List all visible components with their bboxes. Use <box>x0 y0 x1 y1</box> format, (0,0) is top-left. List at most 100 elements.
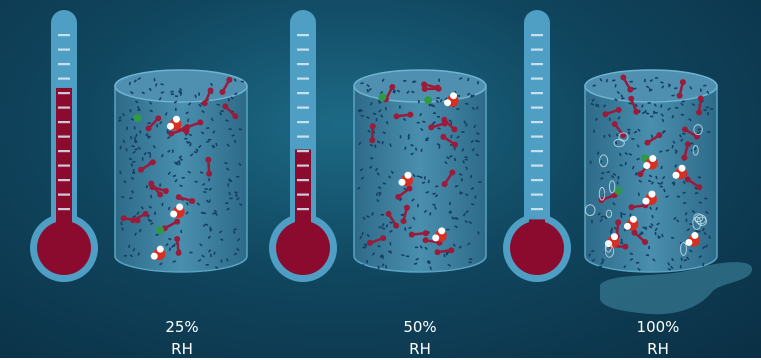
air-particle <box>444 254 446 257</box>
humidity-unit: RH <box>598 338 718 360</box>
air-particle <box>469 261 472 263</box>
air-particle <box>459 191 461 194</box>
air-particle <box>475 195 477 198</box>
thermometer-tick <box>531 121 543 123</box>
air-particle <box>417 204 419 207</box>
thermometer-tick <box>58 107 70 109</box>
air-particle <box>436 97 439 99</box>
air-particle <box>241 81 244 83</box>
air-particle <box>469 258 472 260</box>
air-particle <box>184 138 187 140</box>
air-particle <box>428 260 430 263</box>
air-particle <box>364 244 367 246</box>
oxygen-atom <box>378 93 386 101</box>
air-particle <box>171 91 174 93</box>
air-particle <box>189 252 192 254</box>
thermometer-tick <box>58 150 70 152</box>
thermometer-tick <box>297 34 309 36</box>
air-particle <box>381 214 384 216</box>
air-particle <box>630 81 633 83</box>
thermometer-tick <box>297 208 309 210</box>
thermometer-tick <box>531 150 543 152</box>
air-particle <box>654 112 657 114</box>
thermometer-tick <box>297 49 309 51</box>
air-particle <box>478 181 481 183</box>
air-particle <box>149 154 151 157</box>
air-particle <box>148 152 151 154</box>
air-particle <box>155 234 158 236</box>
air-particle <box>201 212 204 214</box>
air-particle <box>119 263 122 267</box>
air-particle <box>229 197 232 199</box>
thermometer-tick <box>297 179 309 181</box>
air-particle <box>437 116 440 118</box>
air-particle <box>400 135 402 138</box>
air-particle <box>227 183 229 186</box>
air-particle <box>425 139 428 141</box>
air-particle <box>175 108 177 111</box>
air-particle <box>366 260 368 263</box>
air-particle <box>627 129 630 131</box>
thermometer-icon <box>30 10 98 282</box>
air-particle <box>421 149 423 152</box>
thermometer-tick <box>297 78 309 80</box>
air-particle <box>698 176 701 178</box>
air-particle <box>461 178 463 181</box>
thermometer-tick <box>531 107 543 109</box>
air-particle <box>449 202 451 205</box>
thermometer-tick <box>531 136 543 138</box>
air-particle <box>132 172 135 174</box>
air-particle <box>446 229 449 231</box>
air-particle <box>390 242 392 245</box>
thermometer-icon <box>269 10 337 282</box>
thermometer-tick <box>58 208 70 210</box>
air-particle <box>171 93 174 95</box>
thermometer-tick <box>297 63 309 65</box>
thermometer-tick <box>297 194 309 196</box>
thermometer-tick <box>58 78 70 80</box>
thermometer-tick <box>58 49 70 51</box>
thermometer-tick <box>58 92 70 94</box>
oxygen-atom <box>156 226 164 234</box>
air-particle <box>198 93 200 96</box>
air-particle <box>137 109 140 111</box>
thermometer-tick <box>58 121 70 123</box>
air-particle <box>621 239 623 242</box>
air-particle <box>126 127 128 130</box>
air-particle <box>124 255 127 257</box>
thermometer-tick <box>531 194 543 196</box>
air-particle <box>672 145 674 148</box>
air-particle <box>648 102 651 104</box>
air-particle <box>382 141 384 144</box>
air-particle <box>129 197 132 199</box>
air-cylinder-icon <box>354 70 486 272</box>
air-particle <box>617 176 619 179</box>
air-cylinder-icon <box>115 70 247 272</box>
air-particle <box>206 264 209 266</box>
thermometer-tick <box>58 165 70 167</box>
air-particle <box>424 176 426 179</box>
air-particle <box>650 116 653 118</box>
air-particle <box>648 246 650 249</box>
air-particle <box>591 220 593 223</box>
air-particle <box>126 148 128 151</box>
humidity-percent: 100% <box>598 316 718 338</box>
air-particle <box>208 139 211 141</box>
oxygen-atom <box>614 187 622 195</box>
humidity-unit: RH <box>122 338 242 360</box>
air-particle <box>686 219 688 222</box>
humidity-label-50: 50% RH <box>360 316 480 360</box>
air-particle <box>208 178 210 181</box>
air-particle <box>625 162 627 165</box>
air-particle <box>378 266 380 269</box>
thermometer-tick <box>297 165 309 167</box>
air-particle <box>457 95 460 97</box>
cylinder-top <box>354 70 486 102</box>
air-particle <box>413 81 416 83</box>
air-particle <box>134 126 136 129</box>
thermometer-tick <box>297 121 309 123</box>
air-particle <box>385 265 387 268</box>
air-particle <box>370 158 373 160</box>
thermometer-tick <box>531 165 543 167</box>
air-particle <box>415 246 418 248</box>
